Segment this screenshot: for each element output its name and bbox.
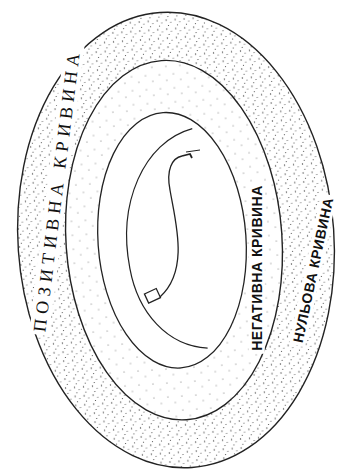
outer-surface xyxy=(2,2,349,476)
inner-rim xyxy=(119,129,207,354)
zero-curvature-ring xyxy=(54,53,295,427)
inner-hole xyxy=(89,107,254,373)
probe-figure xyxy=(144,150,200,303)
region-label: НЕГАТИВНА КРИВИНА xyxy=(249,182,265,354)
